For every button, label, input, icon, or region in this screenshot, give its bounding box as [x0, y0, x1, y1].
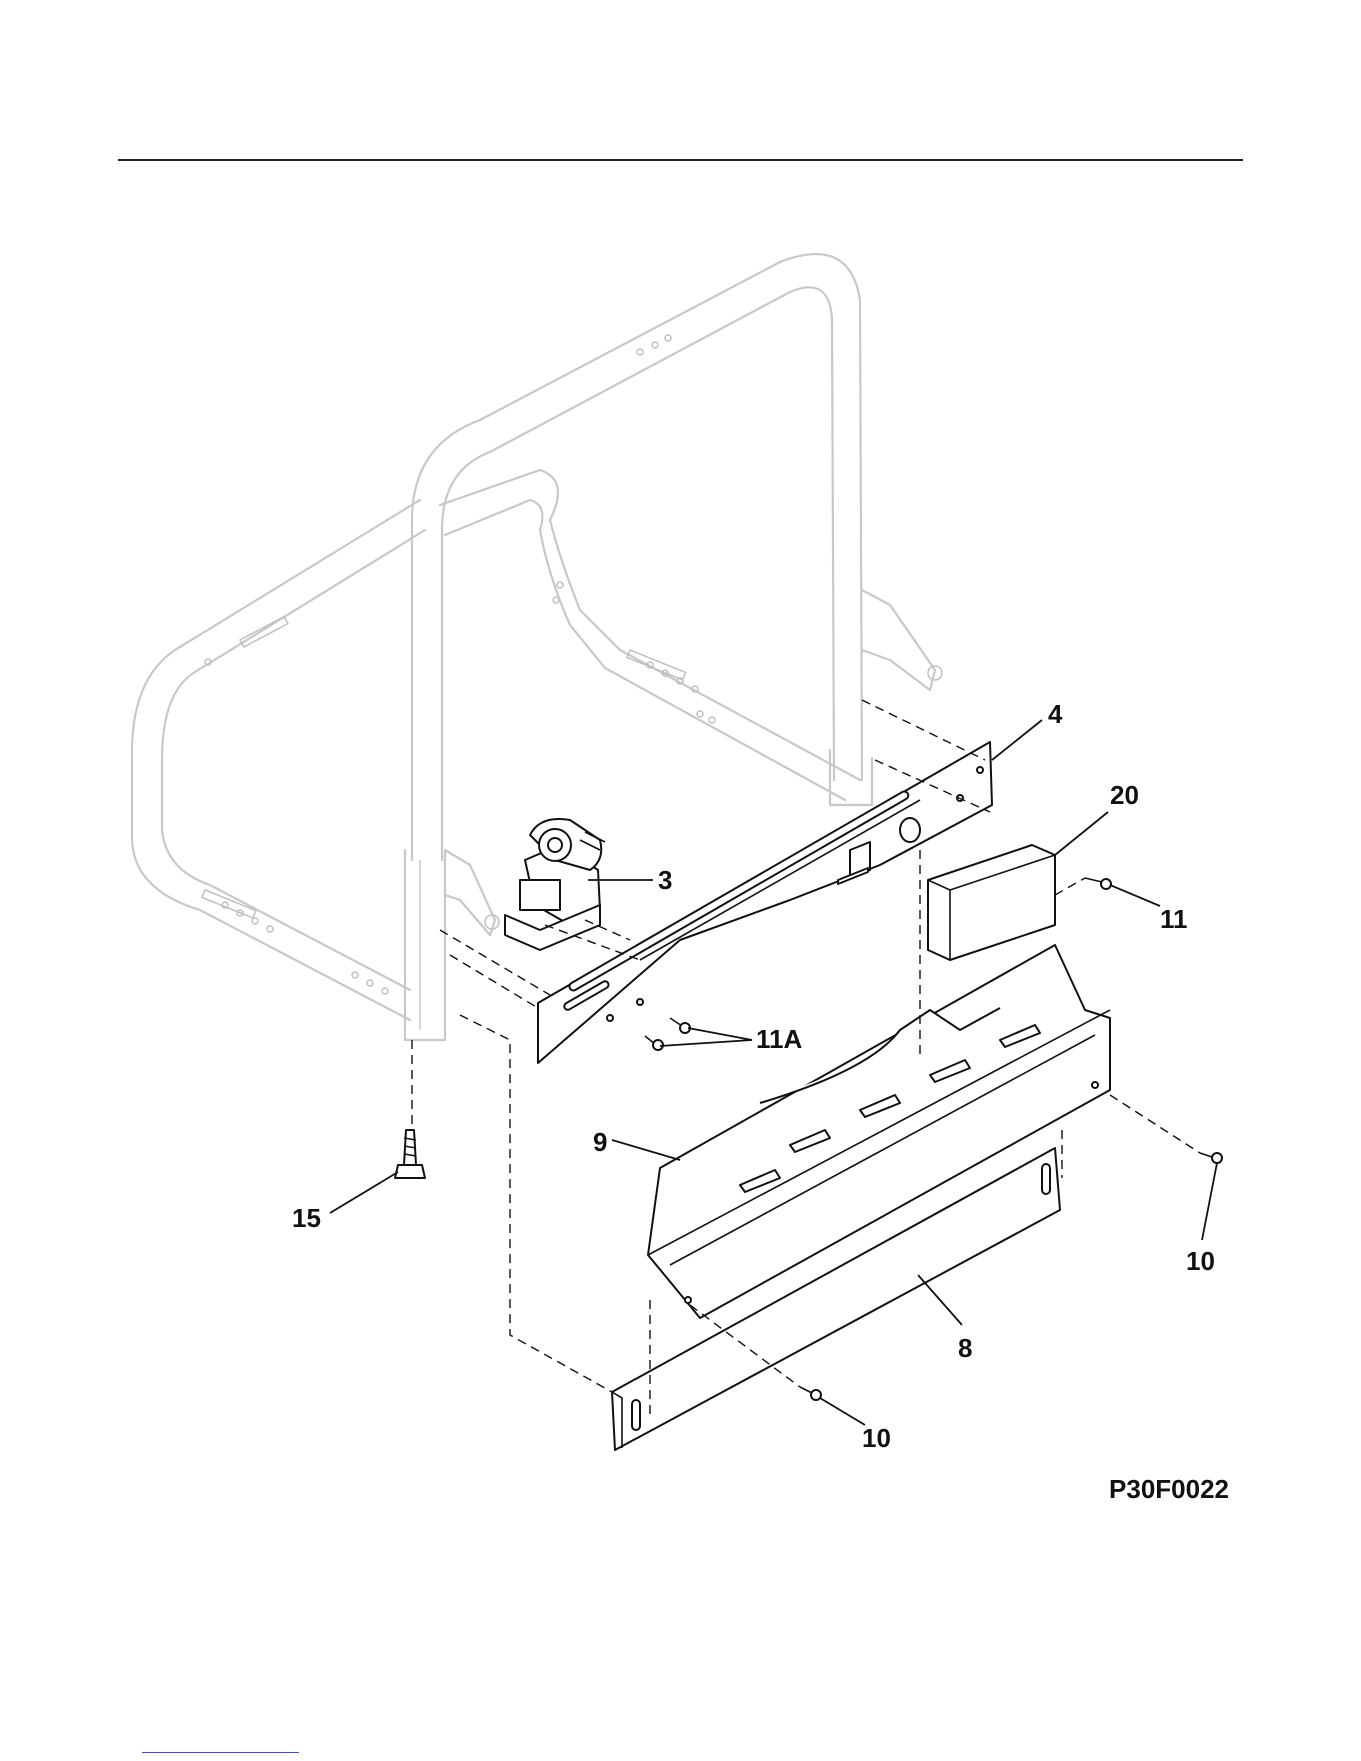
footer-link-underline[interactable]	[142, 1752, 299, 1753]
screw-10-right	[1200, 1153, 1222, 1163]
callout-3: 3	[658, 865, 672, 895]
screw-11a-lower	[645, 1036, 663, 1050]
callout-11: 11	[1160, 904, 1188, 934]
callout-10-bottom: 10	[862, 1423, 891, 1453]
screw-10-bottom	[800, 1387, 821, 1400]
wire-cover	[928, 845, 1055, 960]
callout-15: 15	[292, 1203, 321, 1233]
callout-9: 9	[593, 1127, 607, 1157]
inlet-valve	[505, 819, 605, 950]
callout-10-right: 10	[1186, 1246, 1215, 1276]
callout-4: 4	[1048, 699, 1063, 729]
callout-8: 8	[958, 1333, 972, 1363]
drawing-code: P30F0022	[1109, 1474, 1229, 1504]
screw-11	[1085, 878, 1111, 889]
callout-20: 20	[1110, 780, 1139, 810]
callout-11a: 11A	[756, 1024, 802, 1054]
leveling-leg-15	[395, 1130, 425, 1178]
screw-11a-upper	[670, 1018, 690, 1033]
tub-frame	[132, 254, 942, 1040]
